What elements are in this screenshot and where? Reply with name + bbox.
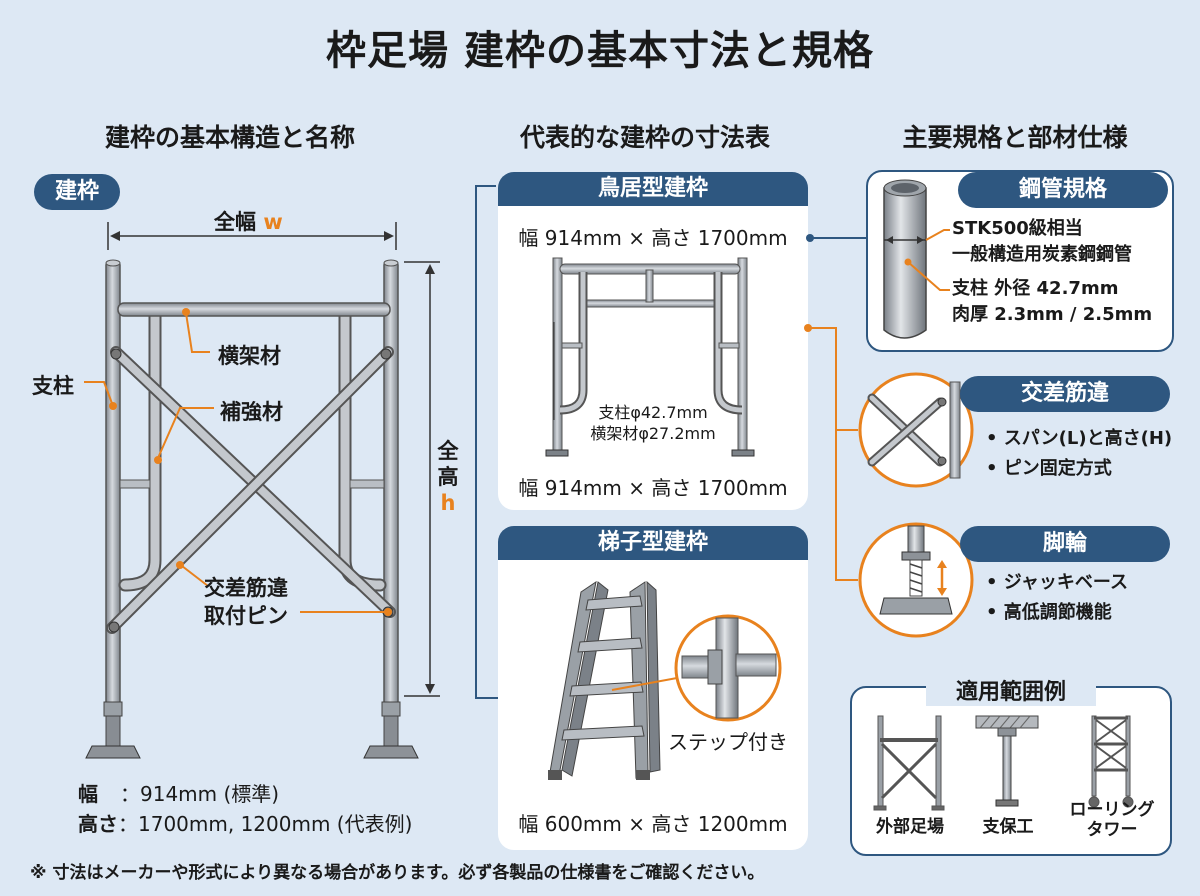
footnote: ※ 寸法はメーカーや形式により異なる場合があります。必ず各製品の仕様書をご確認く… bbox=[30, 863, 765, 883]
torii-ledger-spec: 横架材φ27.2mm bbox=[590, 424, 716, 443]
cross-brace-item-1: • スパン(L)と高さ(H) bbox=[986, 428, 1173, 449]
torii-frame-illustration bbox=[545, 257, 755, 457]
cross-brace-item-2: • ピン固定方式 bbox=[986, 458, 1112, 479]
torii-spec-text: 支柱φ42.7mm 横架材φ27.2mm bbox=[578, 402, 728, 444]
section-title-specs: 主要規格と部材仕様 bbox=[902, 123, 1128, 152]
example-label-exterior: 外部足場 bbox=[876, 817, 944, 837]
cross-brace-detail bbox=[858, 372, 974, 488]
torii-bottom-dimension: 幅 914mm × 高さ 1700mm bbox=[518, 476, 788, 500]
label-mount-pin: 取付ピン bbox=[204, 604, 288, 628]
caster-pill: 脚輪 bbox=[960, 526, 1170, 562]
width-label-text: 全幅 bbox=[214, 210, 256, 234]
ladder-frame-pill: 梯子型建枠 bbox=[498, 526, 808, 560]
pipe-material: 一般構造用炭素鋼鋼管 bbox=[952, 244, 1132, 265]
pipe-thickness: 肉厚 2.3mm / 2.5mm bbox=[952, 304, 1153, 325]
caster-item-2: • 高低調節機能 bbox=[986, 602, 1112, 623]
height-variable: h bbox=[440, 491, 456, 515]
section-title-structure: 建枠の基本構造と名称 bbox=[104, 123, 355, 152]
caster-list: • ジャッキベース • 高低調節機能 bbox=[986, 568, 1128, 628]
jack-base-detail bbox=[858, 522, 974, 638]
example-label-rolling-tower: ローリング タワー bbox=[1060, 800, 1164, 840]
pipe-diameter: 支柱 外径 42.7mm bbox=[952, 278, 1119, 299]
pipe-spec-pill: 鋼管規格 bbox=[958, 172, 1168, 208]
example-label-shoring: 支保工 bbox=[982, 817, 1034, 837]
height-label-char-2: 高 bbox=[437, 465, 459, 489]
width-label: 全幅 w bbox=[214, 206, 283, 236]
dim-height-key: 高さ bbox=[78, 812, 118, 836]
frame-pill: 建枠 bbox=[34, 174, 120, 210]
label-reinforcement: 補強材 bbox=[220, 400, 283, 424]
example-exterior-scaffold-icon bbox=[873, 715, 945, 811]
page-title: 枠足場 建枠の基本寸法と規格 bbox=[326, 28, 874, 74]
main-frame-illustration bbox=[84, 222, 440, 759]
dim-width-key: 幅 bbox=[78, 782, 98, 806]
cross-brace-list: • スパン(L)と高さ(H) • ピン固定方式 bbox=[986, 424, 1172, 484]
label-post: 支柱 bbox=[32, 374, 74, 398]
dim-width-value: ：914mm (標準) bbox=[120, 782, 280, 806]
torii-post-spec: 支柱φ42.7mm bbox=[598, 403, 708, 422]
ladder-bottom-dimension: 幅 600mm × 高さ 1200mm bbox=[518, 812, 788, 836]
pipe-grade: STK500級相当 bbox=[952, 218, 1083, 239]
label-cross-brace: 交差筋違 bbox=[204, 576, 288, 600]
pipe-spec-text: STK500級相当 一般構造用炭素鋼鋼管 支柱 外径 42.7mm 肉厚 2.3… bbox=[952, 216, 1152, 328]
ladder-step-label: ステップ付き bbox=[668, 730, 788, 754]
section-title-dimensions: 代表的な建枠の寸法表 bbox=[519, 123, 770, 152]
dim-height-value: ：1700mm, 1200mm (代表例) bbox=[118, 812, 413, 836]
example-shoring-icon bbox=[975, 715, 1039, 807]
height-label: 全 高 h bbox=[436, 438, 460, 516]
height-label-char-1: 全 bbox=[437, 439, 459, 463]
steel-pipe-illustration bbox=[883, 179, 950, 339]
example-label-rolling-tower-2: タワー bbox=[1086, 820, 1138, 840]
example-rolling-tower-icon bbox=[1088, 715, 1134, 808]
caster-item-1: • ジャッキベース bbox=[986, 572, 1128, 593]
torii-top-dimension: 幅 914mm × 高さ 1700mm bbox=[518, 226, 788, 250]
example-label-rolling-tower-1: ローリング bbox=[1069, 800, 1155, 820]
examples-title: 適用範囲例 bbox=[926, 674, 1096, 706]
cross-brace-pill: 交差筋違 bbox=[960, 376, 1170, 412]
dim-width-row: 幅 ：914mm (標準) bbox=[78, 778, 279, 807]
dim-height-row: 高さ：1700mm, 1200mm (代表例) bbox=[78, 808, 412, 837]
width-variable: w bbox=[263, 210, 283, 234]
label-ledger: 横架材 bbox=[218, 344, 281, 368]
torii-frame-pill: 鳥居型建枠 bbox=[498, 172, 808, 206]
ladder-frame-illustration bbox=[548, 580, 782, 780]
